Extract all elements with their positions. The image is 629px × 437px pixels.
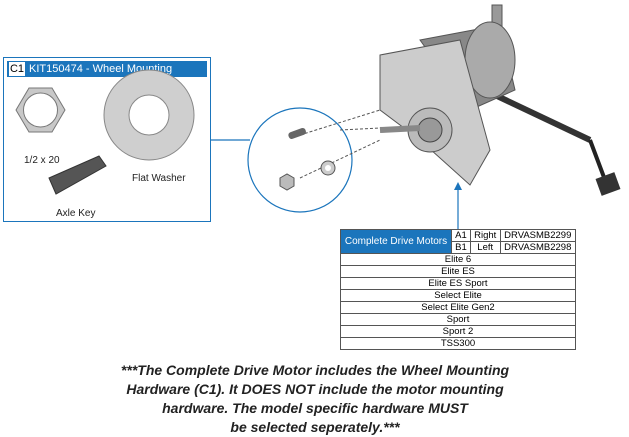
table-row: Sport 2 (340, 325, 576, 338)
model-cell: Elite 6 (340, 253, 576, 266)
note-text: ***The Complete Drive Motor includes the… (90, 361, 540, 437)
table-row: Elite ES Sport (340, 277, 576, 290)
callout-circle (247, 107, 353, 213)
nut-small (279, 173, 295, 191)
drive-motor-image (379, 4, 621, 196)
model-cell: Elite ES Sport (340, 277, 576, 290)
table-row: Select Elite Gen2 (340, 301, 576, 314)
variant-part: DRVASMB2298 (499, 241, 577, 254)
model-cell: TSS300 (340, 337, 576, 350)
table-row: Sport (340, 313, 576, 326)
table-row: Select Elite (340, 289, 576, 302)
model-cell: Elite ES (340, 265, 576, 278)
washer-label: Flat Washer (132, 173, 186, 184)
model-cell: Sport (340, 313, 576, 326)
model-cell: Select Elite Gen2 (340, 301, 576, 314)
variant-id: B1 (451, 241, 471, 254)
model-cell: Select Elite (340, 289, 576, 302)
variant-part: DRVASMB2299 (499, 229, 577, 242)
note-line: be selected seperately.*** (230, 419, 400, 435)
variant-side: Right (469, 229, 501, 242)
kit-parts-image (15, 69, 195, 195)
kit-callout: C1 (9, 62, 25, 76)
model-cell: Sport 2 (340, 325, 576, 338)
table-row: Elite 6 (340, 253, 576, 266)
table-row: TSS300 (340, 337, 576, 350)
arrow-icon (454, 182, 462, 190)
note-line: ***The Complete Drive Motor includes the… (120, 362, 510, 378)
axle-key-icon (48, 155, 107, 195)
note-line: hardware. The model specific hardware MU… (162, 400, 468, 416)
table-row: Elite ES (340, 265, 576, 278)
axle-key-small (288, 127, 306, 139)
axle-key-label: Axle Key (56, 208, 96, 219)
table-header: Complete Drive Motors (340, 229, 452, 254)
note-line: Hardware (C1). It DOES NOT include the m… (126, 381, 504, 397)
variant-side: Left (469, 241, 501, 254)
nut-label: 1/2 x 20 (24, 155, 60, 166)
variant-id: A1 (451, 229, 471, 242)
